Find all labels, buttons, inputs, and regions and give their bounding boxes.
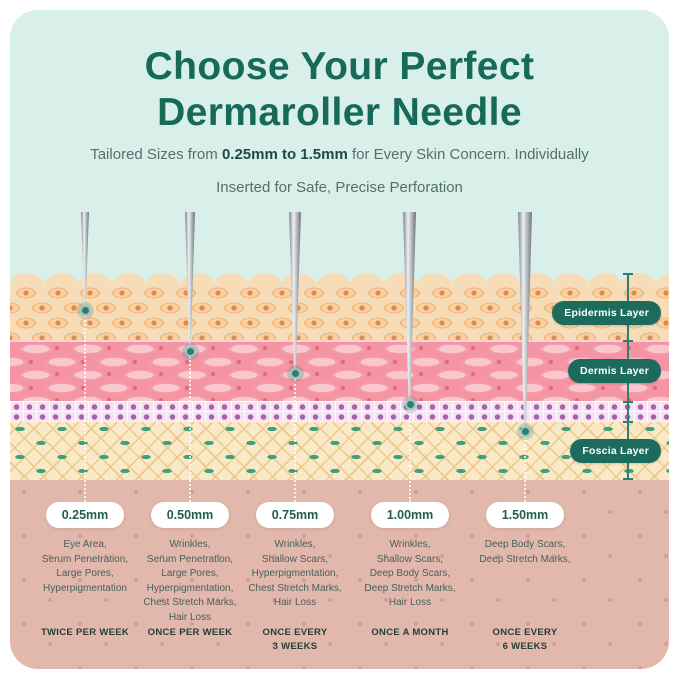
size-badge: 0.50mm xyxy=(150,502,230,528)
subtitle: Tailored Sizes from 0.25mm to 1.5mm for … xyxy=(80,138,600,204)
needle-tip-dot-0.75mm xyxy=(289,367,301,379)
subtitle-size-range: 0.25mm to 1.5mm xyxy=(221,146,348,163)
needle-tip-dot-1.50mm xyxy=(519,425,531,437)
frequency-label: TWICE PER WEEK xyxy=(40,627,130,638)
frequency-label: ONCE EVERY 6 WEEKS xyxy=(492,627,558,653)
subtitle-suffix: for Every Skin Concern. Individually Ins… xyxy=(216,146,589,196)
spec-column-0.50mm: 0.50mm Wrinkles, Serum Penetration, Larg… xyxy=(130,502,250,640)
depth-connector-line xyxy=(84,316,86,502)
spec-column-0.75mm: 0.75mm Wrinkles, Shallow Scars, Hyperpig… xyxy=(235,502,355,655)
skin-surface-scallop xyxy=(10,273,669,285)
depth-connector-line xyxy=(524,437,526,502)
needle-0.50mm xyxy=(185,212,195,351)
frequency-label: ONCE EVERY 3 WEEKS xyxy=(262,627,328,653)
frequency-label: ONCE PER WEEK xyxy=(147,627,233,638)
uses-list: Deep Body Scars, Deep Stretch Marks, xyxy=(479,539,571,565)
layer-label-foscia: Foscia Layer xyxy=(570,439,661,463)
subtitle-prefix: Tailored Sizes from xyxy=(90,146,222,163)
depth-connector-line xyxy=(409,410,411,502)
size-badge: 0.25mm xyxy=(45,502,125,528)
ruler-tick xyxy=(623,340,633,342)
size-badge: 1.00mm xyxy=(370,502,450,528)
dermis-band xyxy=(10,340,669,401)
ruler-tick xyxy=(623,421,633,423)
needle-tip-dot-0.25mm xyxy=(79,304,91,316)
uses-list: Eye Area, Serum Penetration, Large Pores… xyxy=(41,539,129,594)
size-badge: 0.75mm xyxy=(255,502,335,528)
title-line-2: Dermaroller Needle xyxy=(157,91,522,135)
frequency-label: ONCE A MONTH xyxy=(371,627,449,638)
ruler-tick xyxy=(623,401,633,403)
uses-list: Wrinkles, Shallow Scars, Deep Body Scars… xyxy=(364,539,456,608)
uses-list: Wrinkles, Shallow Scars, Hyperpigmentati… xyxy=(248,539,342,608)
title-line-1: Choose Your Perfect xyxy=(144,45,535,88)
layer-label-dermis: Dermis Layer xyxy=(568,359,661,383)
ruler-tick xyxy=(623,273,633,275)
size-badge: 1.50mm xyxy=(485,502,565,528)
spec-column-1.50mm: 1.50mm Deep Body Scars, Deep Stretch Mar… xyxy=(465,502,585,655)
ruler-tick xyxy=(623,478,633,480)
needle-0.25mm xyxy=(81,212,89,310)
needle-tip-dot-1.00mm xyxy=(404,398,416,410)
fascia-band xyxy=(10,421,669,480)
spec-column-0.25mm: 0.25mm Eye Area, Serum Penetration, Larg… xyxy=(25,502,145,640)
uses-list: Wrinkles, Serum Penetration, Large Pores… xyxy=(143,539,237,623)
needle-tip-dot-0.50mm xyxy=(184,345,196,357)
depth-connector-line xyxy=(294,379,296,502)
spec-column-1.00mm: 1.00mm Wrinkles, Shallow Scars, Deep Bod… xyxy=(350,502,470,640)
layer-label-epidermis: Epidermis Layer xyxy=(552,301,661,325)
purple-cell-band xyxy=(10,401,669,421)
depth-connector-line xyxy=(189,357,191,502)
